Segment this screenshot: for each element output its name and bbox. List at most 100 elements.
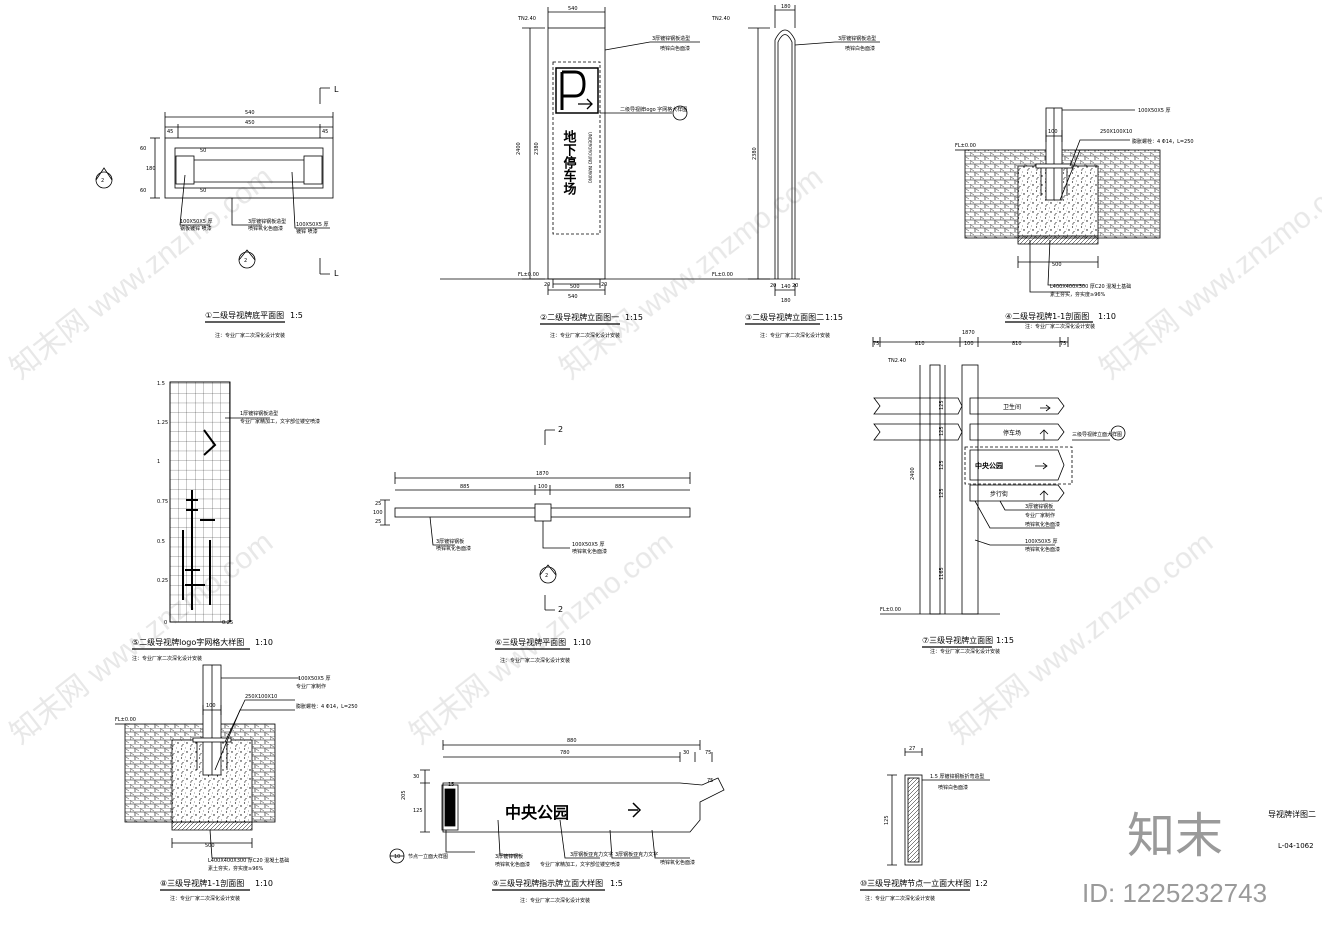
leader-label: 100X50X5 厚 bbox=[298, 676, 331, 682]
leader-label: 3厚钢板亚克力文字 bbox=[615, 851, 658, 858]
drawing-note: 注：专业厂家二次深化设计安装 bbox=[930, 648, 1000, 655]
dim-text: 140 bbox=[781, 284, 791, 290]
leader-label: 膨胀螺栓：4 Φ14，L=250 bbox=[1132, 138, 1194, 145]
axis-tick: 0.75 bbox=[157, 499, 168, 505]
dim-text: 25 bbox=[375, 501, 381, 507]
leader-label: 100X50X5 厚 bbox=[572, 542, 605, 548]
dim-text: 25 bbox=[375, 519, 381, 525]
dim-text: 45 bbox=[167, 129, 173, 135]
sign-label: 中央公园 bbox=[505, 803, 569, 822]
dim-text: 20 bbox=[792, 283, 798, 289]
dim-text: 1870 bbox=[536, 471, 549, 477]
drawing-caption: ⑦三级导视牌立面图 bbox=[922, 635, 993, 645]
leader-label: 三级导视牌立面大样图 bbox=[1072, 431, 1122, 438]
dim-text: 2380 bbox=[752, 147, 758, 160]
watermark-text: 知末网 www.znzmo.com bbox=[554, 160, 829, 385]
dim-text: 1870 bbox=[962, 330, 975, 336]
leader-label: 喷锌氧化色面漆 bbox=[572, 548, 607, 555]
brand-logo: 知末 bbox=[1127, 810, 1223, 863]
drawing-scale: 1:10 bbox=[255, 638, 273, 647]
dim-text: 100 bbox=[1048, 129, 1058, 135]
dim-text: 75 bbox=[707, 778, 713, 784]
level-mark: FL±0.00 bbox=[115, 717, 136, 723]
drawing-6-texts: 1870 885 100 885 25 100 25 3厚镀锌钢板 喷锌氧化色面… bbox=[373, 425, 625, 664]
cut-mark-text: L bbox=[334, 85, 339, 94]
sign-english-text: UNDERGROUND PARKING bbox=[588, 132, 593, 183]
dim-text: 2400 bbox=[910, 467, 916, 480]
section-mark-text: 2 bbox=[244, 258, 247, 264]
image-id-label: ID: 1225232743 bbox=[1082, 878, 1267, 908]
drawing-1-texts: 540 450 45 45 180 50 50 60 60 100X50X5 厚… bbox=[101, 85, 339, 339]
drawing-caption: ⑤二级导视牌logo字网格大样图 bbox=[132, 637, 244, 647]
cut-mark-text: 2 bbox=[558, 605, 563, 614]
drawing-note: 注：专业厂家二次深化设计安装 bbox=[520, 897, 590, 904]
drawing-scale: 1:15 bbox=[625, 313, 643, 322]
drawing-7-texts: 1870 75 810 100 810 75 2400 1165 125 125… bbox=[873, 330, 1122, 655]
leader-label: 钢板镀锌 喷漆 bbox=[180, 225, 212, 232]
dim-text: 125 bbox=[939, 488, 945, 498]
section-mark-text: 2 bbox=[545, 573, 548, 579]
dim-text: 20 bbox=[770, 283, 776, 289]
dim-text: 27 bbox=[909, 746, 915, 752]
dim-text: 1165 bbox=[939, 567, 945, 580]
leader-label: L400X400X300 厚C20 混凝土基础 bbox=[208, 857, 289, 864]
leader-label: 3厚镀锌钢板造型 bbox=[248, 218, 286, 225]
dim-text: 100 bbox=[373, 510, 383, 516]
dim-text: 810 bbox=[915, 341, 925, 347]
section-mark-text: 2 bbox=[101, 178, 104, 184]
level-mark: TN2.40 bbox=[711, 16, 730, 22]
drawing-scale: 1:15 bbox=[825, 313, 843, 322]
axis-tick: 0 bbox=[164, 620, 167, 626]
dim-text: 180 bbox=[146, 166, 156, 172]
leader-label: 3厚镀锌钢板 bbox=[1025, 503, 1053, 510]
dim-text: 540 bbox=[568, 294, 578, 300]
drawing-4-section bbox=[955, 107, 1161, 293]
leader-label: 二级导视牌logo 字网格大样图 bbox=[620, 106, 687, 113]
drawing-note: 注：专业厂家二次深化设计安装 bbox=[170, 895, 240, 902]
drawing-caption: ⑥三级导视牌平面图 bbox=[495, 637, 566, 647]
axis-tick: 0.5 bbox=[157, 539, 165, 545]
leader-label: 喷锌氧化色面漆 bbox=[248, 225, 283, 232]
axis-tick: 1 bbox=[157, 459, 160, 465]
drawing-scale: 1:5 bbox=[290, 311, 303, 320]
leader-label: 1厚镀锌钢板造型 bbox=[240, 410, 278, 417]
dim-text: 125 bbox=[939, 426, 945, 436]
dim-text: 60 bbox=[140, 188, 146, 194]
dim-text: 100 bbox=[964, 341, 974, 347]
level-mark: FL±0.00 bbox=[880, 607, 901, 613]
dim-text: 125 bbox=[413, 808, 423, 814]
drawing-scale: 1:10 bbox=[573, 638, 591, 647]
drawing-note: 注：专业厂家二次深化设计安装 bbox=[760, 332, 830, 339]
drawing-7-signs: 卫生间 停车场 中央公园 步行街 bbox=[975, 403, 1021, 498]
sign-logo-text: 地下停车场 bbox=[561, 129, 577, 196]
dim-text: 2380 bbox=[534, 142, 540, 155]
drawing-caption: ⑧三级导视牌1-1剖面图 bbox=[160, 878, 244, 888]
dim-text: 125 bbox=[939, 400, 945, 410]
drawing-note: 注：专业厂家二次深化设计安装 bbox=[500, 657, 570, 664]
dim-text: 125 bbox=[884, 815, 890, 825]
leader-label: 3厚钢板亚克力文字 bbox=[570, 851, 613, 858]
cut-mark-text: 2 bbox=[558, 425, 563, 434]
sign-label: 停车场 bbox=[1003, 429, 1021, 437]
dim-text: 810 bbox=[1012, 341, 1022, 347]
drawing-caption: ④二级导视牌1-1剖面图 bbox=[1005, 311, 1089, 321]
leader-label: 250X100X10 bbox=[1100, 129, 1132, 135]
drawing-note: 注：专业厂家二次深化设计安装 bbox=[215, 332, 285, 339]
leader-label: 250X100X10 bbox=[245, 694, 277, 700]
leader-label: 100X50X5 厚 bbox=[180, 219, 213, 225]
dim-text: 20 bbox=[601, 282, 607, 288]
leader-label: 3厚镀锌钢板造型 bbox=[838, 35, 876, 42]
node-mark-text: 10 bbox=[394, 854, 400, 860]
drawing-caption: ②二级导视牌立面图一 bbox=[540, 312, 619, 322]
dim-text: 50 bbox=[200, 148, 206, 154]
sign-label: 中央公园 bbox=[975, 461, 1003, 470]
leader-label: 膨胀螺栓：4 Φ14，L=250 bbox=[296, 703, 358, 710]
leader-label: 喷锌氧化色面漆 bbox=[436, 545, 471, 552]
dim-text: 880 bbox=[567, 738, 577, 744]
drawing-2-elevation bbox=[440, 7, 720, 295]
level-mark: FL±0.00 bbox=[518, 272, 539, 278]
leader-label: 1.5 厚镀锌钢板折弯造型 bbox=[930, 773, 985, 780]
dim-text: 75 bbox=[1060, 341, 1066, 347]
drawing-scale: 1:5 bbox=[610, 879, 623, 888]
